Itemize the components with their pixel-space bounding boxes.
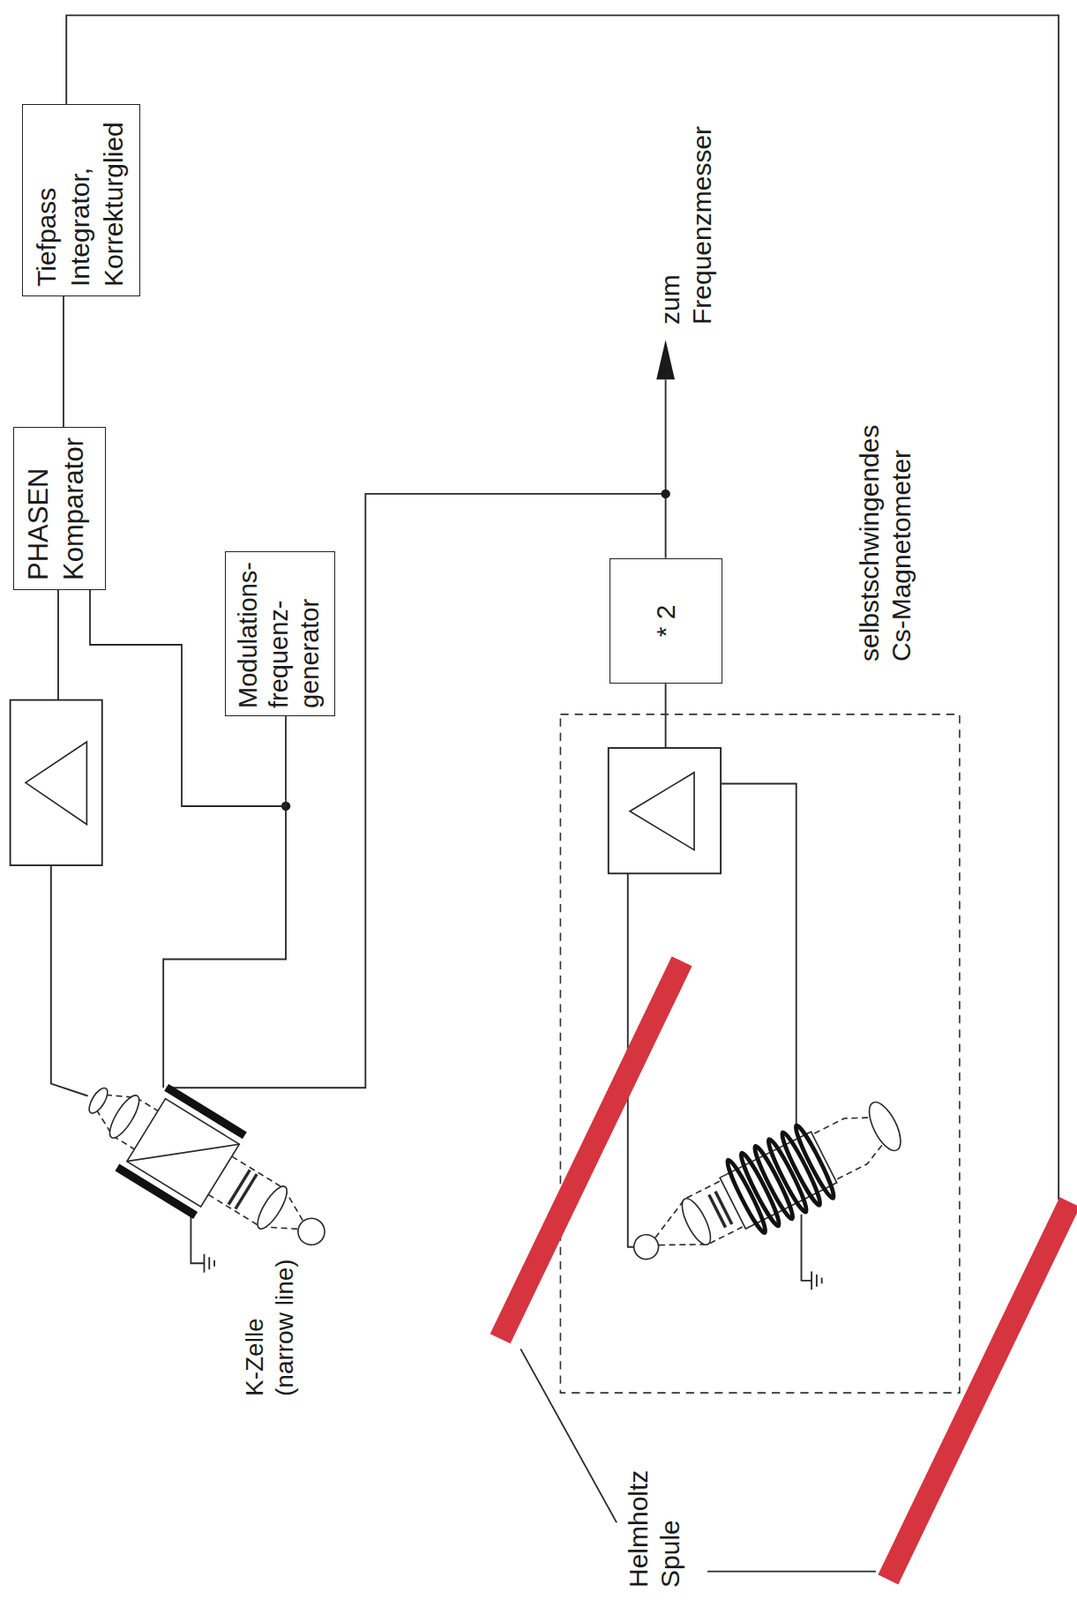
lamp: [862, 1097, 907, 1155]
leader-line: [520, 1348, 617, 1523]
box-text: PHASEN Komparator: [21, 436, 92, 581]
process-box: Tiefpass Integrator, Korrekturglied: [22, 104, 141, 297]
output-wire: [665, 379, 667, 494]
ground-symbol: [203, 1254, 215, 1273]
lens: [104, 1091, 145, 1143]
wire: [665, 683, 667, 748]
coil-wire: [720, 783, 797, 1126]
lamp: [292, 1213, 330, 1250]
box-text: * 2: [650, 605, 682, 638]
cs-cell-optics: [616, 1084, 913, 1289]
box-text: Tiefpass Integrator, Korrekturglied: [29, 113, 131, 287]
filter: [709, 1191, 733, 1228]
wires: [51, 14, 1059, 1571]
generator-box: Modulations- frequenz- generator: [224, 551, 336, 717]
junction-dot: [660, 489, 670, 499]
group-label: selbstschwingendes Cs-Magnetometer: [853, 396, 918, 662]
dashed-enclosure: [560, 714, 960, 1393]
feedback-wire: [66, 14, 1059, 1200]
ground-wire: [801, 1214, 813, 1281]
detector: [85, 1084, 112, 1116]
helmholtz-coil: [888, 1202, 1070, 1580]
wire: [57, 590, 60, 701]
arrow-head: [656, 339, 675, 380]
rf-wire: [166, 493, 666, 1088]
box-text: Modulations- frequenz- generator: [232, 559, 326, 709]
coil-label: Helmholtz Spule: [622, 1433, 687, 1588]
coil-windings: [723, 1122, 838, 1235]
helmholtz-coil: [500, 961, 682, 1339]
lens: [252, 1182, 292, 1234]
amplifier-symbol: [25, 741, 87, 825]
amplifier-symbol: [629, 772, 695, 851]
light-beam: [86, 1081, 312, 1244]
multiplier-box: * 2: [609, 558, 723, 684]
amplifier-box: [608, 747, 721, 874]
k-cell: [127, 1099, 240, 1207]
process-box: PHASEN Komparator: [13, 426, 106, 591]
connector: [62, 296, 65, 427]
modulation-wire: [163, 806, 286, 1088]
cell-diagonal: [127, 1099, 240, 1207]
polarizer: [228, 1169, 257, 1209]
amplifier-box: [10, 700, 103, 866]
output-label: zum Frequenzmesser: [654, 99, 718, 325]
light-beam: [645, 1103, 897, 1264]
detector-wire: [51, 865, 89, 1096]
lens: [676, 1195, 717, 1250]
ground-wire: [190, 1211, 204, 1264]
leader-line: [707, 1570, 876, 1573]
cell-label: K-Zelle (narrow line): [239, 1244, 300, 1397]
k-cell-optics: [68, 1057, 348, 1279]
ground-symbol: [811, 1271, 823, 1290]
photodiode: [629, 1230, 663, 1264]
